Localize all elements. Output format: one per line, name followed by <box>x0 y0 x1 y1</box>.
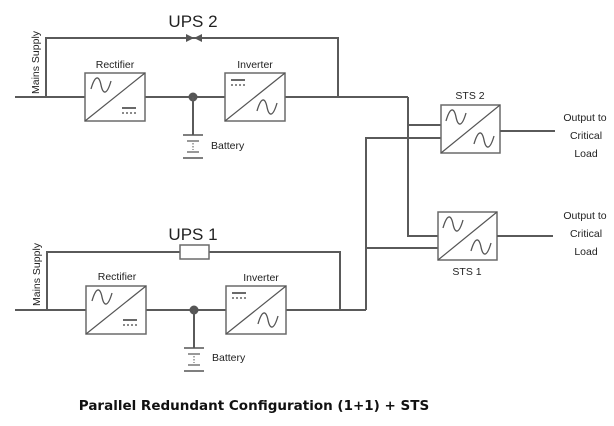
battery-icon <box>183 134 203 159</box>
battery-icon <box>184 347 204 372</box>
ups2-section: UPS 2 Mains Supply Rectifier <box>15 12 408 159</box>
bypass-resistor-icon <box>179 244 210 260</box>
sts1-title: STS 1 <box>452 266 481 278</box>
ups2-inverter <box>224 72 286 122</box>
sts1: STS 1 Output to Critical Load <box>437 210 607 278</box>
ups2-rectifier-label: Rectifier <box>96 59 135 71</box>
ups1-inverter <box>225 285 287 335</box>
ups1-section: UPS 1 Mains Supply Rectifier Battery Inv… <box>15 225 366 372</box>
ups1-title: UPS 1 <box>168 225 217 244</box>
ups1-inverter-label: Inverter <box>243 272 279 284</box>
sts2: STS 2 Output to Critical Load <box>440 90 607 160</box>
diagram-caption: Parallel Redundant Configuration (1+1) +… <box>78 398 430 414</box>
sts2-title: STS 2 <box>455 90 484 102</box>
sts1-output-label-3: Load <box>574 246 598 258</box>
ups1-rectifier <box>85 285 147 335</box>
sts2-output-label-2: Critical <box>570 130 602 142</box>
ups1-mains-label: Mains Supply <box>31 242 43 306</box>
sts2-output-label-1: Output to <box>563 112 606 124</box>
interconnect-wiring <box>365 97 441 310</box>
static-switch-icon <box>186 34 202 42</box>
sts1-output-label-2: Critical <box>570 228 602 240</box>
sts1-output-label-1: Output to <box>563 210 606 222</box>
ups2-mains-label: Mains Supply <box>30 30 42 94</box>
ups2-title: UPS 2 <box>168 12 217 31</box>
ups2-battery-label: Battery <box>211 140 245 152</box>
sts2-output-label-3: Load <box>574 148 598 160</box>
ups1-battery-label: Battery <box>212 352 246 364</box>
ups1-rectifier-label: Rectifier <box>98 271 137 283</box>
ups2-rectifier <box>84 72 146 122</box>
ups2-inverter-label: Inverter <box>237 59 273 71</box>
